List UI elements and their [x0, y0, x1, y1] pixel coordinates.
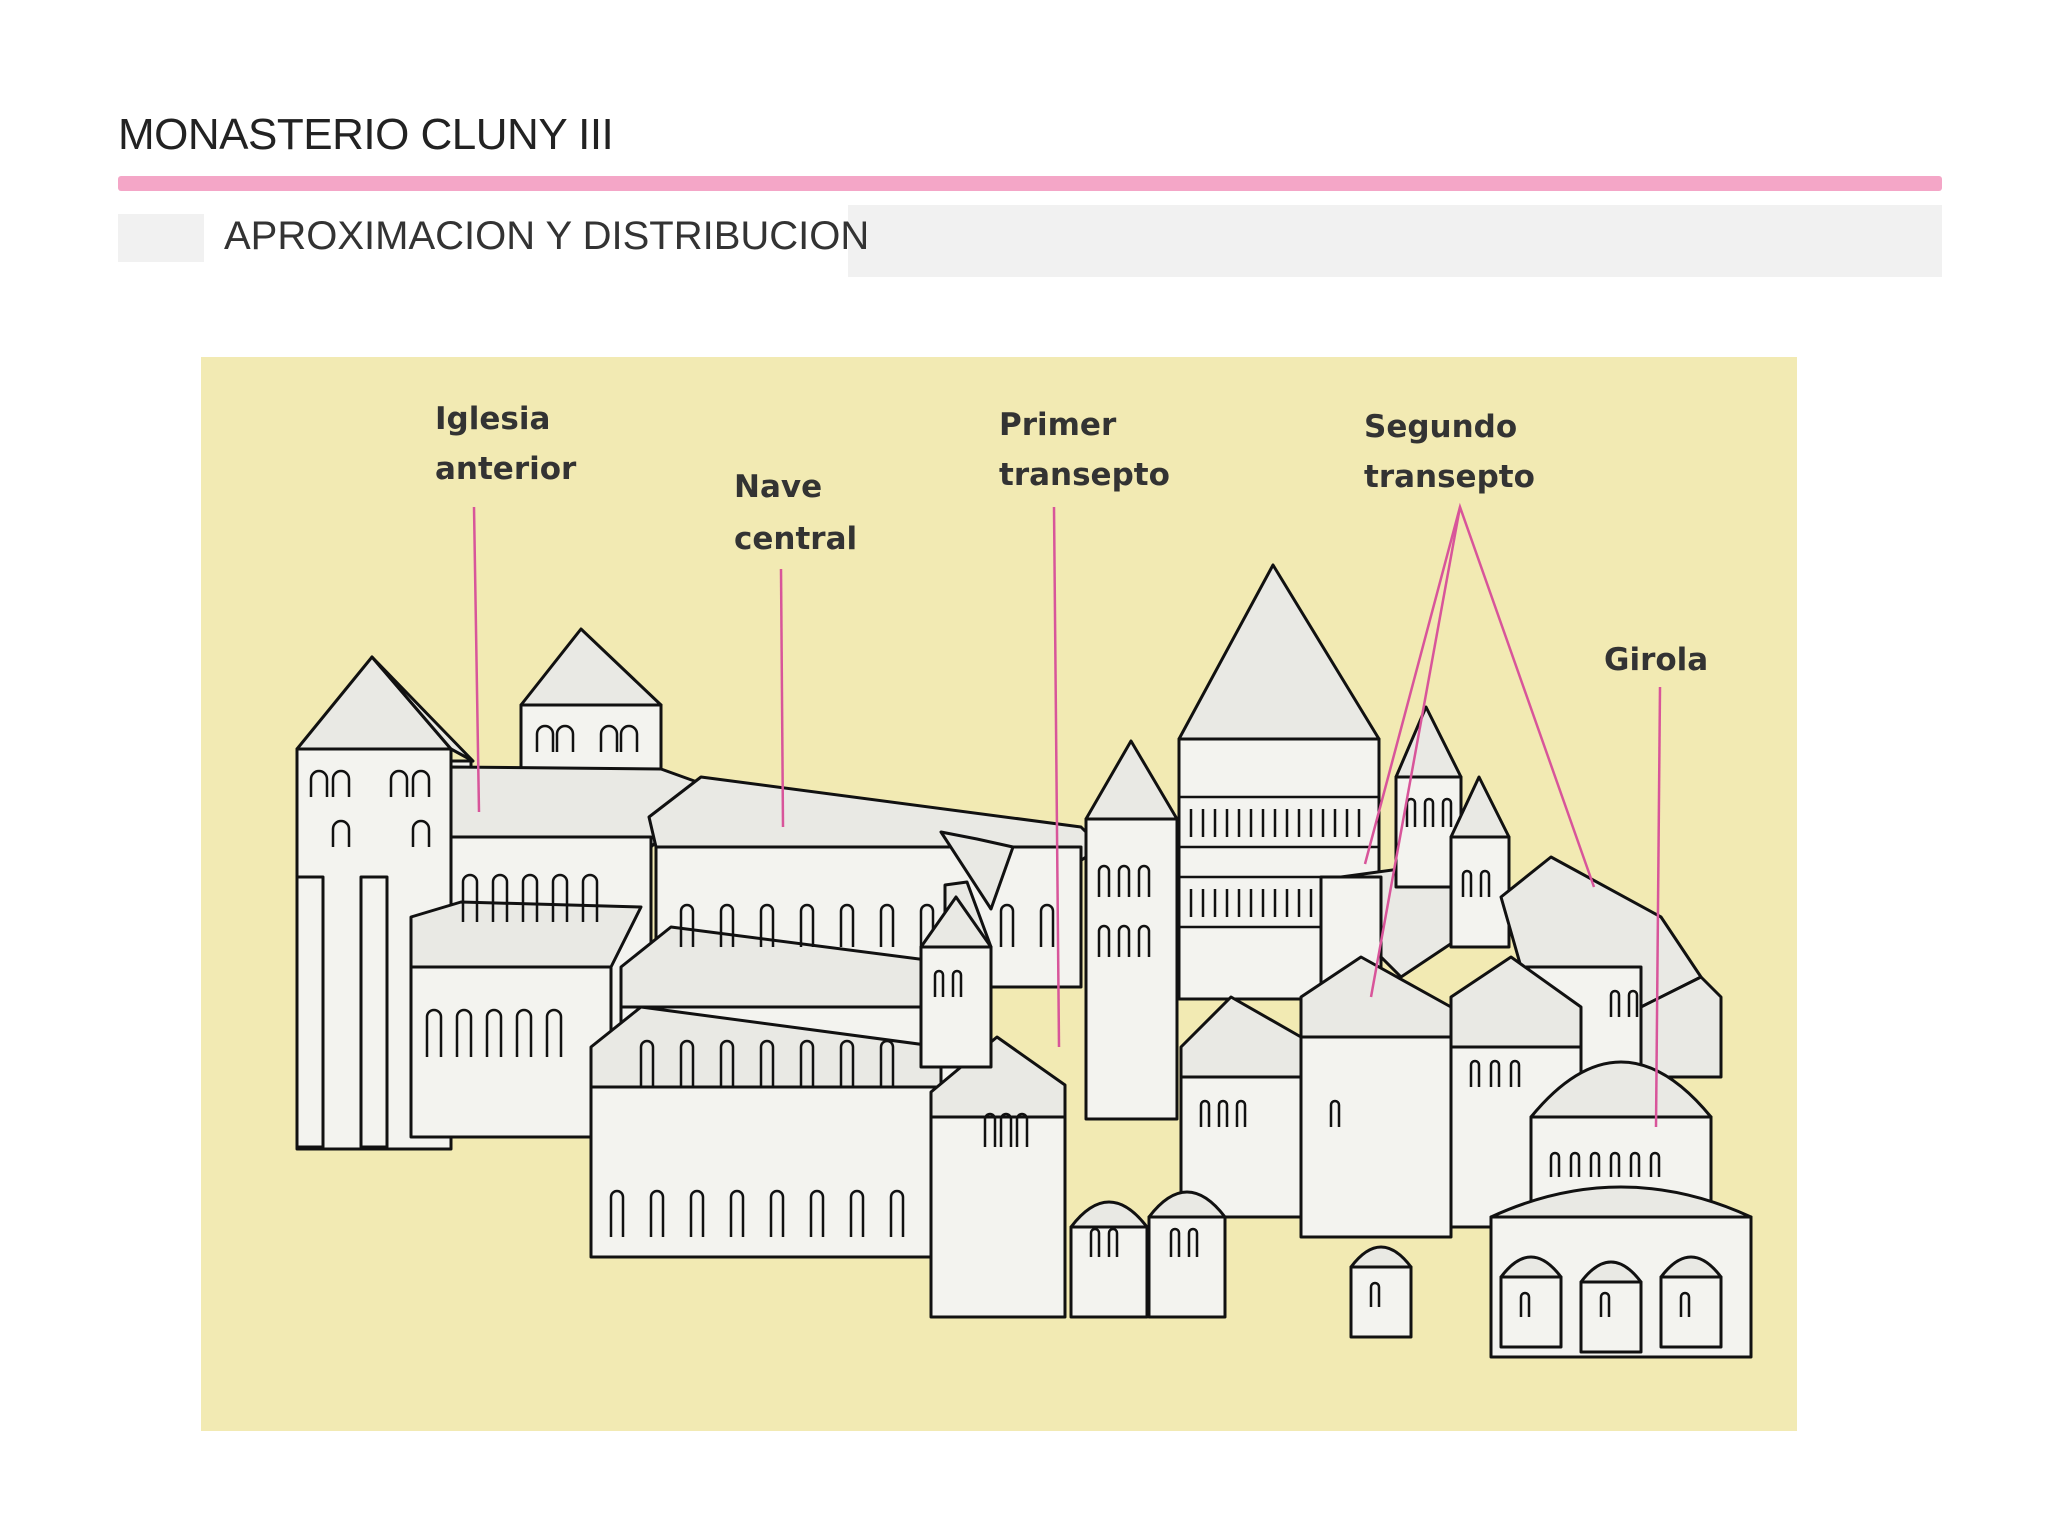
crossing-tower-small	[919, 895, 993, 1069]
leader-segundo-transepto-b	[1369, 506, 1462, 998]
leader-iglesia-anterior	[472, 506, 481, 813]
subtitle-tab-left	[118, 214, 204, 262]
label-girola-line1: Girola	[1604, 642, 1708, 678]
leader-lines	[472, 502, 1662, 1128]
title-underline	[118, 176, 1942, 191]
label-nave-central: Nave central	[734, 469, 857, 557]
leader-girola	[1654, 686, 1662, 1128]
slide-subtitle: APROXIMACION Y DISTRIBUCION	[224, 214, 870, 258]
subtitle-tab-right	[848, 205, 1942, 277]
leader-primer-transepto	[1052, 506, 1061, 1048]
cluny-diagram-figure: Iglesia anterior Nave central Primer tra…	[201, 357, 1797, 1431]
label-primer-transepto-line1: Primer	[999, 407, 1117, 443]
slide-title: MONASTERIO CLUNY III	[118, 110, 614, 159]
label-iglesia-anterior-line2: anterior	[435, 451, 577, 487]
leader-nave-central	[779, 568, 785, 828]
radiating-chapels	[1069, 1190, 1723, 1354]
label-segundo-transepto-line1: Segundo	[1364, 409, 1517, 445]
label-primer-transepto: Primer transepto	[999, 407, 1170, 493]
narthex-body	[409, 765, 713, 1139]
label-nave-central-line1: Nave	[734, 469, 822, 505]
label-iglesia-anterior: Iglesia anterior	[435, 401, 577, 487]
label-girola: Girola	[1604, 642, 1708, 678]
narthex-windows	[425, 873, 599, 1057]
first-transept-tower	[1084, 739, 1179, 1121]
label-primer-transepto-line2: transepto	[999, 457, 1170, 493]
label-segundo-transepto: Segundo transepto	[1364, 409, 1535, 495]
nave-body	[589, 775, 1103, 1259]
label-iglesia-anterior-line1: Iglesia	[435, 401, 550, 437]
cluny-diagram-svg: Iglesia anterior Nave central Primer tra…	[295, 401, 1753, 1359]
label-nave-central-line2: central	[734, 521, 857, 557]
label-segundo-transepto-line2: transepto	[1364, 459, 1535, 495]
